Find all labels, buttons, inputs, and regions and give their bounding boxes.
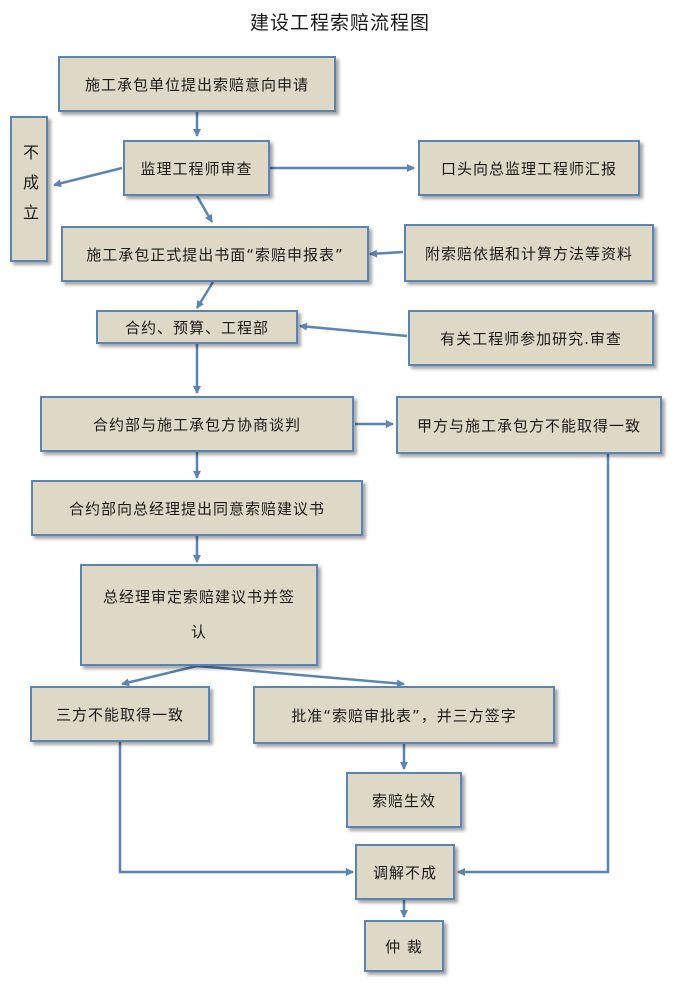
box-claim-effective: 索赔生效 (346, 772, 462, 828)
arrow-disagree3-to-mediation (118, 742, 354, 876)
box-not-established: 不成立 (10, 116, 48, 262)
box-formal-claim: 施工承包正式提出书面“索赔申报表” (61, 226, 369, 282)
box-mediation-failed: 调解不成 (355, 844, 455, 900)
box-party-a-disagree: 甲方与施工承包方不能取得一致 (396, 396, 662, 454)
arrow-n7-to-approve (196, 664, 405, 688)
arrow-n7-to-disagree3 (121, 664, 198, 687)
box-approve-claim-form: 批准“索赔审批表”，并三方签字 (253, 686, 555, 744)
box-engineers-review: 有关工程师参加研究.审查 (408, 310, 654, 366)
arrow-n2-to-reject (53, 166, 123, 188)
box-arbitration: 仲 裁 (364, 920, 444, 972)
box-gm-approval: 总经理审定索赔建议书并签 认 (80, 564, 318, 666)
arrow-n3-to-n4 (195, 281, 215, 309)
box-claim-intent: 施工承包单位提出索赔意向申请 (58, 56, 336, 112)
arrow-engineers-to-n4 (299, 322, 408, 338)
arrow-disagree-a-to-mediation (457, 454, 610, 876)
box-contract-budget-engineering: 合约、预算、工程部 (96, 310, 298, 344)
diagram-title: 建设工程索赔流程图 (249, 12, 430, 34)
box-supervisor-review: 监理工程师审查 (123, 140, 270, 196)
box-attach-documents: 附索赔依据和计算方法等资料 (404, 224, 654, 282)
arrow-attach-to-n3 (369, 249, 404, 258)
box-three-party-disagree: 三方不能取得一致 (30, 686, 210, 742)
arrow-n2-to-n3 (195, 195, 214, 223)
box-negotiation: 合约部与施工承包方协商谈判 (40, 396, 354, 452)
box-oral-report: 口头向总监理工程师汇报 (418, 140, 640, 196)
box-claim-proposal: 合约部向总经理提出同意索赔建议书 (31, 480, 363, 536)
